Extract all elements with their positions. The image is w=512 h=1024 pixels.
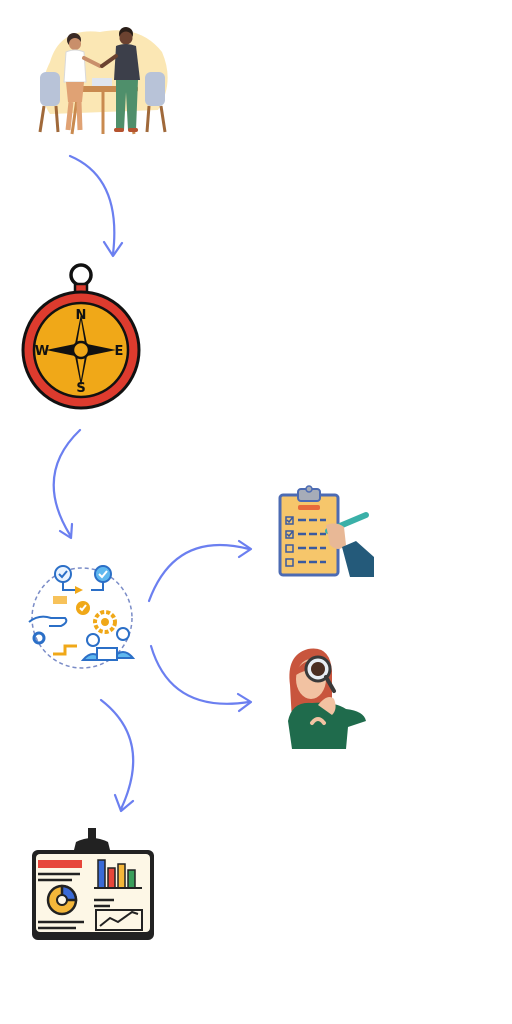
handshake-meeting-icon	[38, 27, 168, 135]
flow-arrow-1	[68, 154, 124, 258]
magnifying-glass-woman-icon	[288, 648, 366, 749]
workflow-process-icon	[28, 565, 136, 669]
clipboard-checklist-icon	[278, 485, 374, 577]
compass-south-label: S	[76, 381, 85, 396]
dashboard-board-icon	[32, 828, 154, 940]
flow-arrow-2	[52, 428, 82, 540]
compass-north-label: N	[76, 308, 87, 323]
compass-east-label: E	[115, 344, 124, 359]
flow-arrow-branch-up	[147, 539, 253, 603]
compass-west-label: W	[35, 344, 49, 359]
flow-arrow-branch-down	[149, 644, 253, 713]
flow-arrow-3	[99, 698, 135, 813]
compass-icon: N S W E	[21, 263, 141, 410]
